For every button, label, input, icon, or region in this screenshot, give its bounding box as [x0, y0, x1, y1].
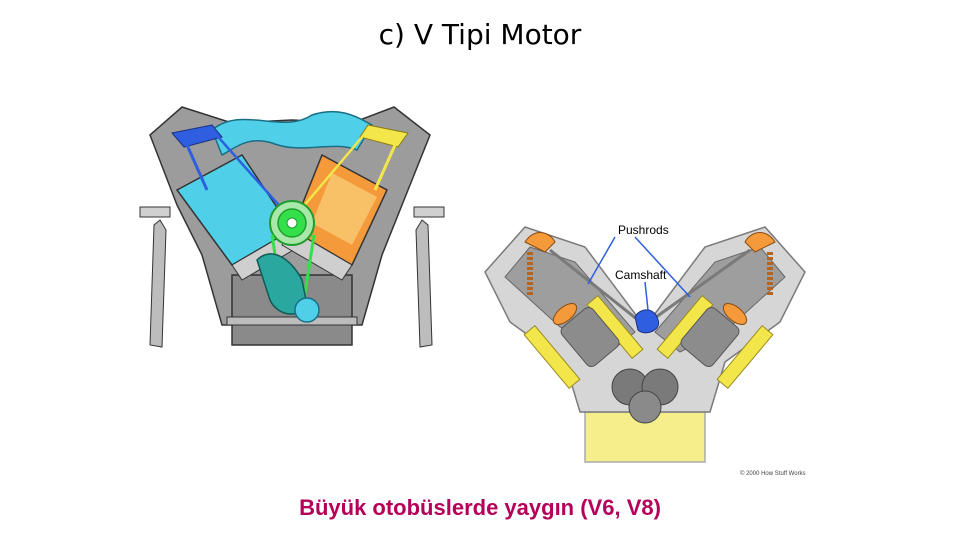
- cylinder-walls: [523, 294, 774, 390]
- slide-caption: Büyük otobüslerde yaygın (V6, V8): [299, 495, 661, 520]
- callout-lines: [587, 236, 691, 311]
- pushrods: [549, 248, 751, 322]
- left-rocker-assembly: [524, 232, 578, 325]
- pushrod-v-engine-diagram: Pushrods Camshaft © 2000 How Stuff Works: [484, 223, 806, 477]
- pistons: [560, 306, 740, 368]
- left-valve-train: [171, 124, 293, 221]
- right-cylinder: [281, 153, 388, 281]
- v-engine-cross-section-diagram: [139, 106, 445, 348]
- crankshaft: [256, 253, 320, 323]
- camshaft: [634, 309, 660, 334]
- pushrods-label: Pushrods: [618, 223, 669, 237]
- side-pipes: [139, 206, 445, 348]
- slide-title: c) V Tipi Motor: [378, 18, 582, 51]
- right-rocker-assembly: [722, 232, 776, 325]
- camshaft-label: Camshaft: [615, 268, 667, 282]
- intake-manifold: [211, 110, 374, 157]
- crankshaft-right: [611, 368, 679, 424]
- copyright-text: © 2000 How Stuff Works: [740, 470, 806, 477]
